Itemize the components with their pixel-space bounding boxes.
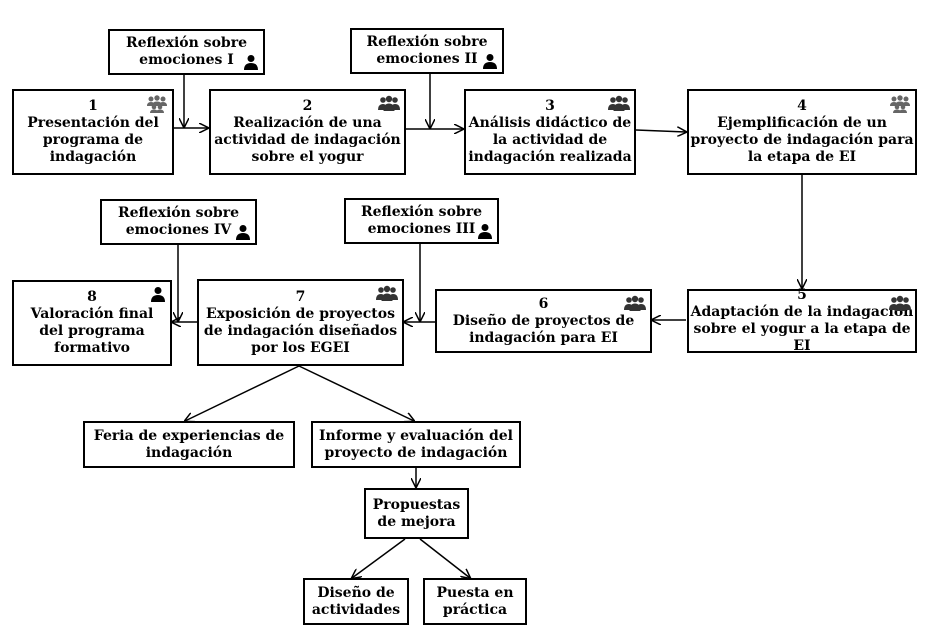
feria-box: Feria de experiencias de indagación [83, 421, 295, 468]
reflection-label: Reflexión sobre emociones I [126, 35, 247, 68]
reflection-label: Reflexión sobre emociones IV [118, 205, 239, 238]
group-icon [624, 295, 646, 311]
reflection-label: Reflexión sobre emociones III [361, 204, 482, 237]
step-label: Ejemplificación de un proyecto de indaga… [690, 115, 914, 165]
step-label: Exposición de proyectos de indagación di… [203, 305, 398, 356]
step-number: 6 [538, 295, 549, 312]
group-icon [147, 95, 167, 113]
reflection-box-2: Reflexión sobre emociones II [350, 28, 504, 74]
person-icon [478, 224, 492, 239]
reflection-box-1: Reflexión sobre emociones I [108, 29, 265, 75]
step-box-2: 2 Realización de una actividad de indaga… [209, 89, 406, 175]
step-number: 4 [797, 98, 807, 114]
arrow-7-to-feria [185, 365, 300, 421]
step-label: Adaptación de la indagación sobre el yog… [690, 304, 914, 354]
diseno-box: Diseño de actividades [303, 578, 409, 625]
person-icon [244, 55, 258, 70]
step-box-8: 8 Valoración final del programa formativ… [12, 280, 172, 366]
step-box-4: 4 Ejemplificación de un proyecto de inda… [687, 89, 917, 175]
group-icon [889, 295, 911, 311]
person-icon [483, 54, 497, 69]
arrow-3-to-4 [635, 130, 686, 132]
arrow-propuestas-to-puesta [419, 538, 470, 578]
person-icon [236, 225, 250, 240]
propuestas-label: Propuestas de mejora [372, 496, 461, 530]
step-label: Presentación del programa de indagación [27, 115, 159, 165]
step-box-1: 1 Presentación del programa de indagació… [12, 89, 174, 175]
step-box-6: 6 Diseño de proyectos de indagación para… [435, 289, 652, 353]
group-icon [376, 285, 398, 301]
person-icon [151, 287, 165, 302]
group-icon [378, 95, 400, 111]
step-number: 3 [545, 98, 555, 114]
step-number: 5 [797, 287, 807, 303]
feria-label: Feria de experiencias de indagación [93, 427, 285, 461]
reflection-label: Reflexión sobre emociones II [366, 34, 488, 67]
group-icon [890, 95, 910, 113]
arrow-7-to-informe [298, 365, 414, 421]
step-box-5: 5 Adaptación de la indagación sobre el y… [687, 287, 917, 354]
step-label: Análisis didáctico de la actividad de in… [468, 115, 632, 165]
step-number: 8 [87, 289, 97, 305]
step-number: 1 [88, 98, 98, 114]
step-number: 7 [295, 288, 306, 305]
reflection-box-3: Reflexión sobre emociones III [344, 198, 499, 244]
step-label: Valoración final del programa formativo [30, 306, 154, 356]
propuestas-box: Propuestas de mejora [364, 488, 469, 539]
step-box-3: 3 Análisis didáctico de la actividad de … [464, 89, 636, 175]
informe-label: Informe y evaluación del proyecto de ind… [319, 427, 513, 461]
arrow-propuestas-to-diseno [352, 538, 406, 578]
puesta-label: Puesta en práctica [436, 584, 514, 618]
diseno-label: Diseño de actividades [311, 584, 401, 618]
puesta-box: Puesta en práctica [423, 578, 527, 625]
step-label: Diseño de proyectos de indagación para E… [452, 312, 635, 346]
step-label: Realización de una actividad de indagaci… [214, 115, 401, 165]
step-box-7: 7 Exposición de proyectos de indagación … [197, 279, 404, 366]
informe-box: Informe y evaluación del proyecto de ind… [311, 421, 521, 468]
group-icon [608, 95, 630, 111]
step-number: 2 [302, 98, 313, 114]
reflection-box-4: Reflexión sobre emociones IV [100, 199, 257, 245]
